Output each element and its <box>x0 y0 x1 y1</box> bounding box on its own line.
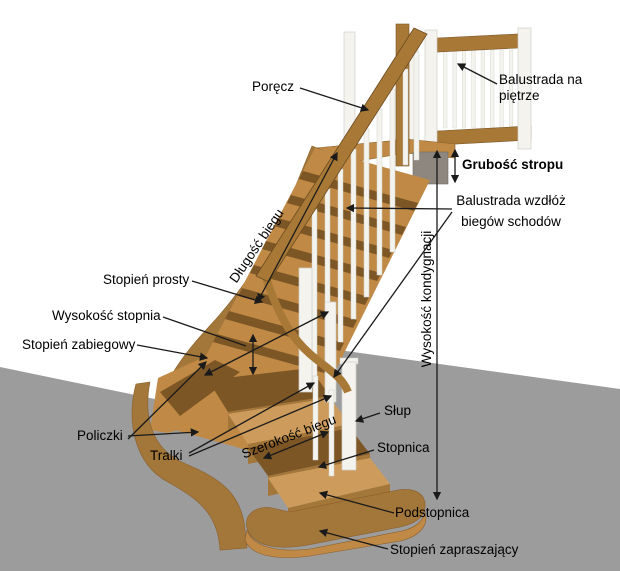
balustrade-baluster <box>462 49 467 129</box>
label-slup: Słup <box>384 403 412 418</box>
balustrade-baluster <box>471 49 476 129</box>
baluster <box>376 108 383 276</box>
slup-arrow <box>354 412 381 423</box>
step-top <box>268 458 390 508</box>
step-top <box>228 398 350 444</box>
stopien-zapraszajacy-arrow <box>318 528 389 550</box>
bullnose-step-front <box>244 510 427 558</box>
lower-stringer <box>131 381 248 551</box>
porecz-arrow <box>299 87 370 112</box>
balustrade-bottom-rail <box>436 125 532 146</box>
balustrade-top-rail <box>436 33 519 53</box>
balustrada-pietrze-arrow <box>456 63 498 85</box>
label-stopnica: Stopnica <box>377 440 430 455</box>
stopnica-arrow <box>317 449 375 469</box>
balustrade-post <box>424 29 438 152</box>
tralki-arrow-2 <box>188 394 333 457</box>
label-stopien-prosty: Stopień prosty <box>103 272 190 287</box>
label-stopien-zapraszajacy: Stopień zapraszający <box>390 542 519 557</box>
policzki-arrow-2 <box>127 361 207 440</box>
mid-post <box>324 301 337 403</box>
label-balustrada-wzdluz: Balustrada wzdłóż biegów schodów <box>456 193 566 229</box>
baluster <box>337 168 344 343</box>
balustrada-biegi-arrow-2 <box>333 211 453 379</box>
label-wysokosc-stopnia: Wysokość stopnia <box>52 308 161 323</box>
balustrade-post <box>517 27 532 150</box>
label-grubosc-stropu: Grubość stropu <box>462 157 564 172</box>
baluster <box>350 148 357 320</box>
balustrade-baluster <box>452 49 457 129</box>
stopien-prosty-arrow <box>191 280 264 304</box>
balustrade-baluster <box>490 49 495 129</box>
szerokosc-biegu-measure <box>262 430 330 460</box>
label-porecz: Poręcz <box>252 79 295 94</box>
balustrade-baluster <box>480 49 485 129</box>
label-wysokosc-kondygnacji: Wysokość kondygnacji <box>419 230 434 368</box>
label-stopien-zabiegowy: Stopień zabiegowy <box>22 337 136 352</box>
stopien-zabiegowy-arrow <box>136 344 209 361</box>
tralki-arrow-1 <box>188 382 316 454</box>
baluster <box>402 68 409 166</box>
podstopnica-arrow <box>318 490 395 514</box>
baluster <box>389 88 396 253</box>
label-balustrada-na-pietrze: Balustrada na piętrze <box>499 72 583 103</box>
baluster <box>363 128 370 298</box>
winder-measure-arrow <box>203 311 330 376</box>
dlugosc-biegu-measure <box>257 151 338 303</box>
floor-balustrade <box>424 27 532 152</box>
policzki-arrow-1 <box>127 428 200 437</box>
baluster <box>312 375 319 461</box>
balustrada-biegi-arrow-1 <box>345 203 453 213</box>
label-podstopnica: Podstopnica <box>395 505 470 520</box>
label-policzki: Policzki <box>77 428 123 443</box>
corner-post <box>298 267 313 393</box>
baluster <box>413 51 420 161</box>
bullnose-step-top <box>246 489 426 548</box>
annotations <box>127 63 498 550</box>
label-tralki: Tralki <box>150 448 183 463</box>
balustrade-baluster <box>443 49 448 129</box>
